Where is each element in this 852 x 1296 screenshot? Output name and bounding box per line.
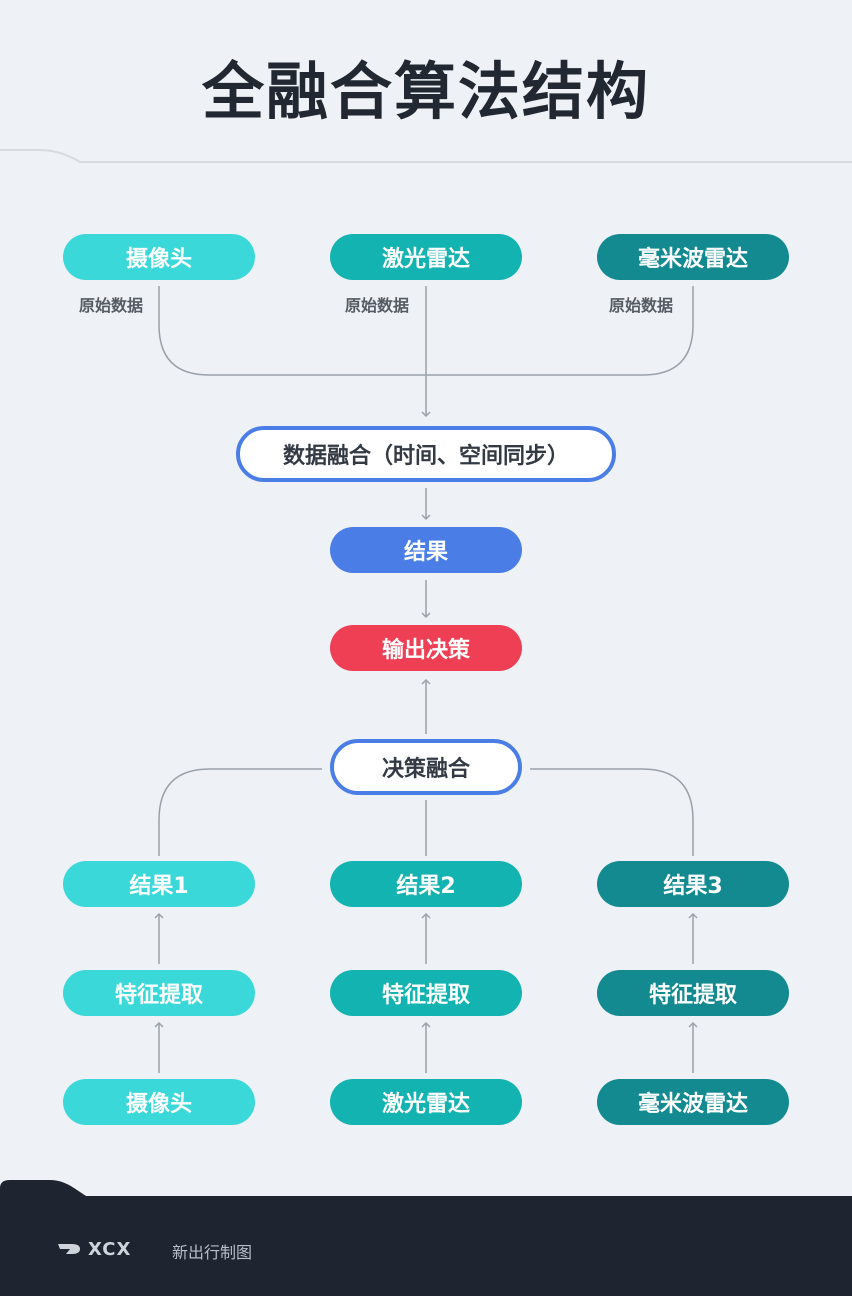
footer-logo: XCX [58,1238,131,1260]
data-fusion-node: 数据融合（时间、空间同步） [236,426,616,482]
branch-result-2: 结果2 [330,861,522,907]
bottom-camera-node: 摄像头 [63,1079,255,1125]
page-title: 全融合算法结构 [201,55,650,128]
result-node: 结果 [330,527,522,573]
footer-credit: 新出行制图 [172,1243,253,1262]
footer-logo-text: XCX [88,1238,132,1260]
branch-result-1: 结果1 [63,861,255,907]
footer-bar [0,1196,852,1296]
decision-fusion-node: 决策融合 [330,739,522,795]
camera-raw-label: 原始数据 [79,296,144,315]
feature-extraction-1: 特征提取 [63,970,255,1016]
top-mmwave-node: 毫米波雷达 [597,234,789,280]
footer-notch [0,1180,92,1200]
lidar-raw-label: 原始数据 [345,296,410,315]
logo-mark-icon [58,1244,80,1254]
branch-result-3: 结果3 [597,861,789,907]
output-decision-node: 输出决策 [330,625,522,671]
top-camera-node: 摄像头 [63,234,255,280]
feature-extraction-3: 特征提取 [597,970,789,1016]
top-lidar-node: 激光雷达 [330,234,522,280]
bottom-mmwave-node: 毫米波雷达 [597,1079,789,1125]
bottom-lidar-node: 激光雷达 [330,1079,522,1125]
mmwave-raw-label: 原始数据 [609,296,674,315]
feature-extraction-2: 特征提取 [330,970,522,1016]
